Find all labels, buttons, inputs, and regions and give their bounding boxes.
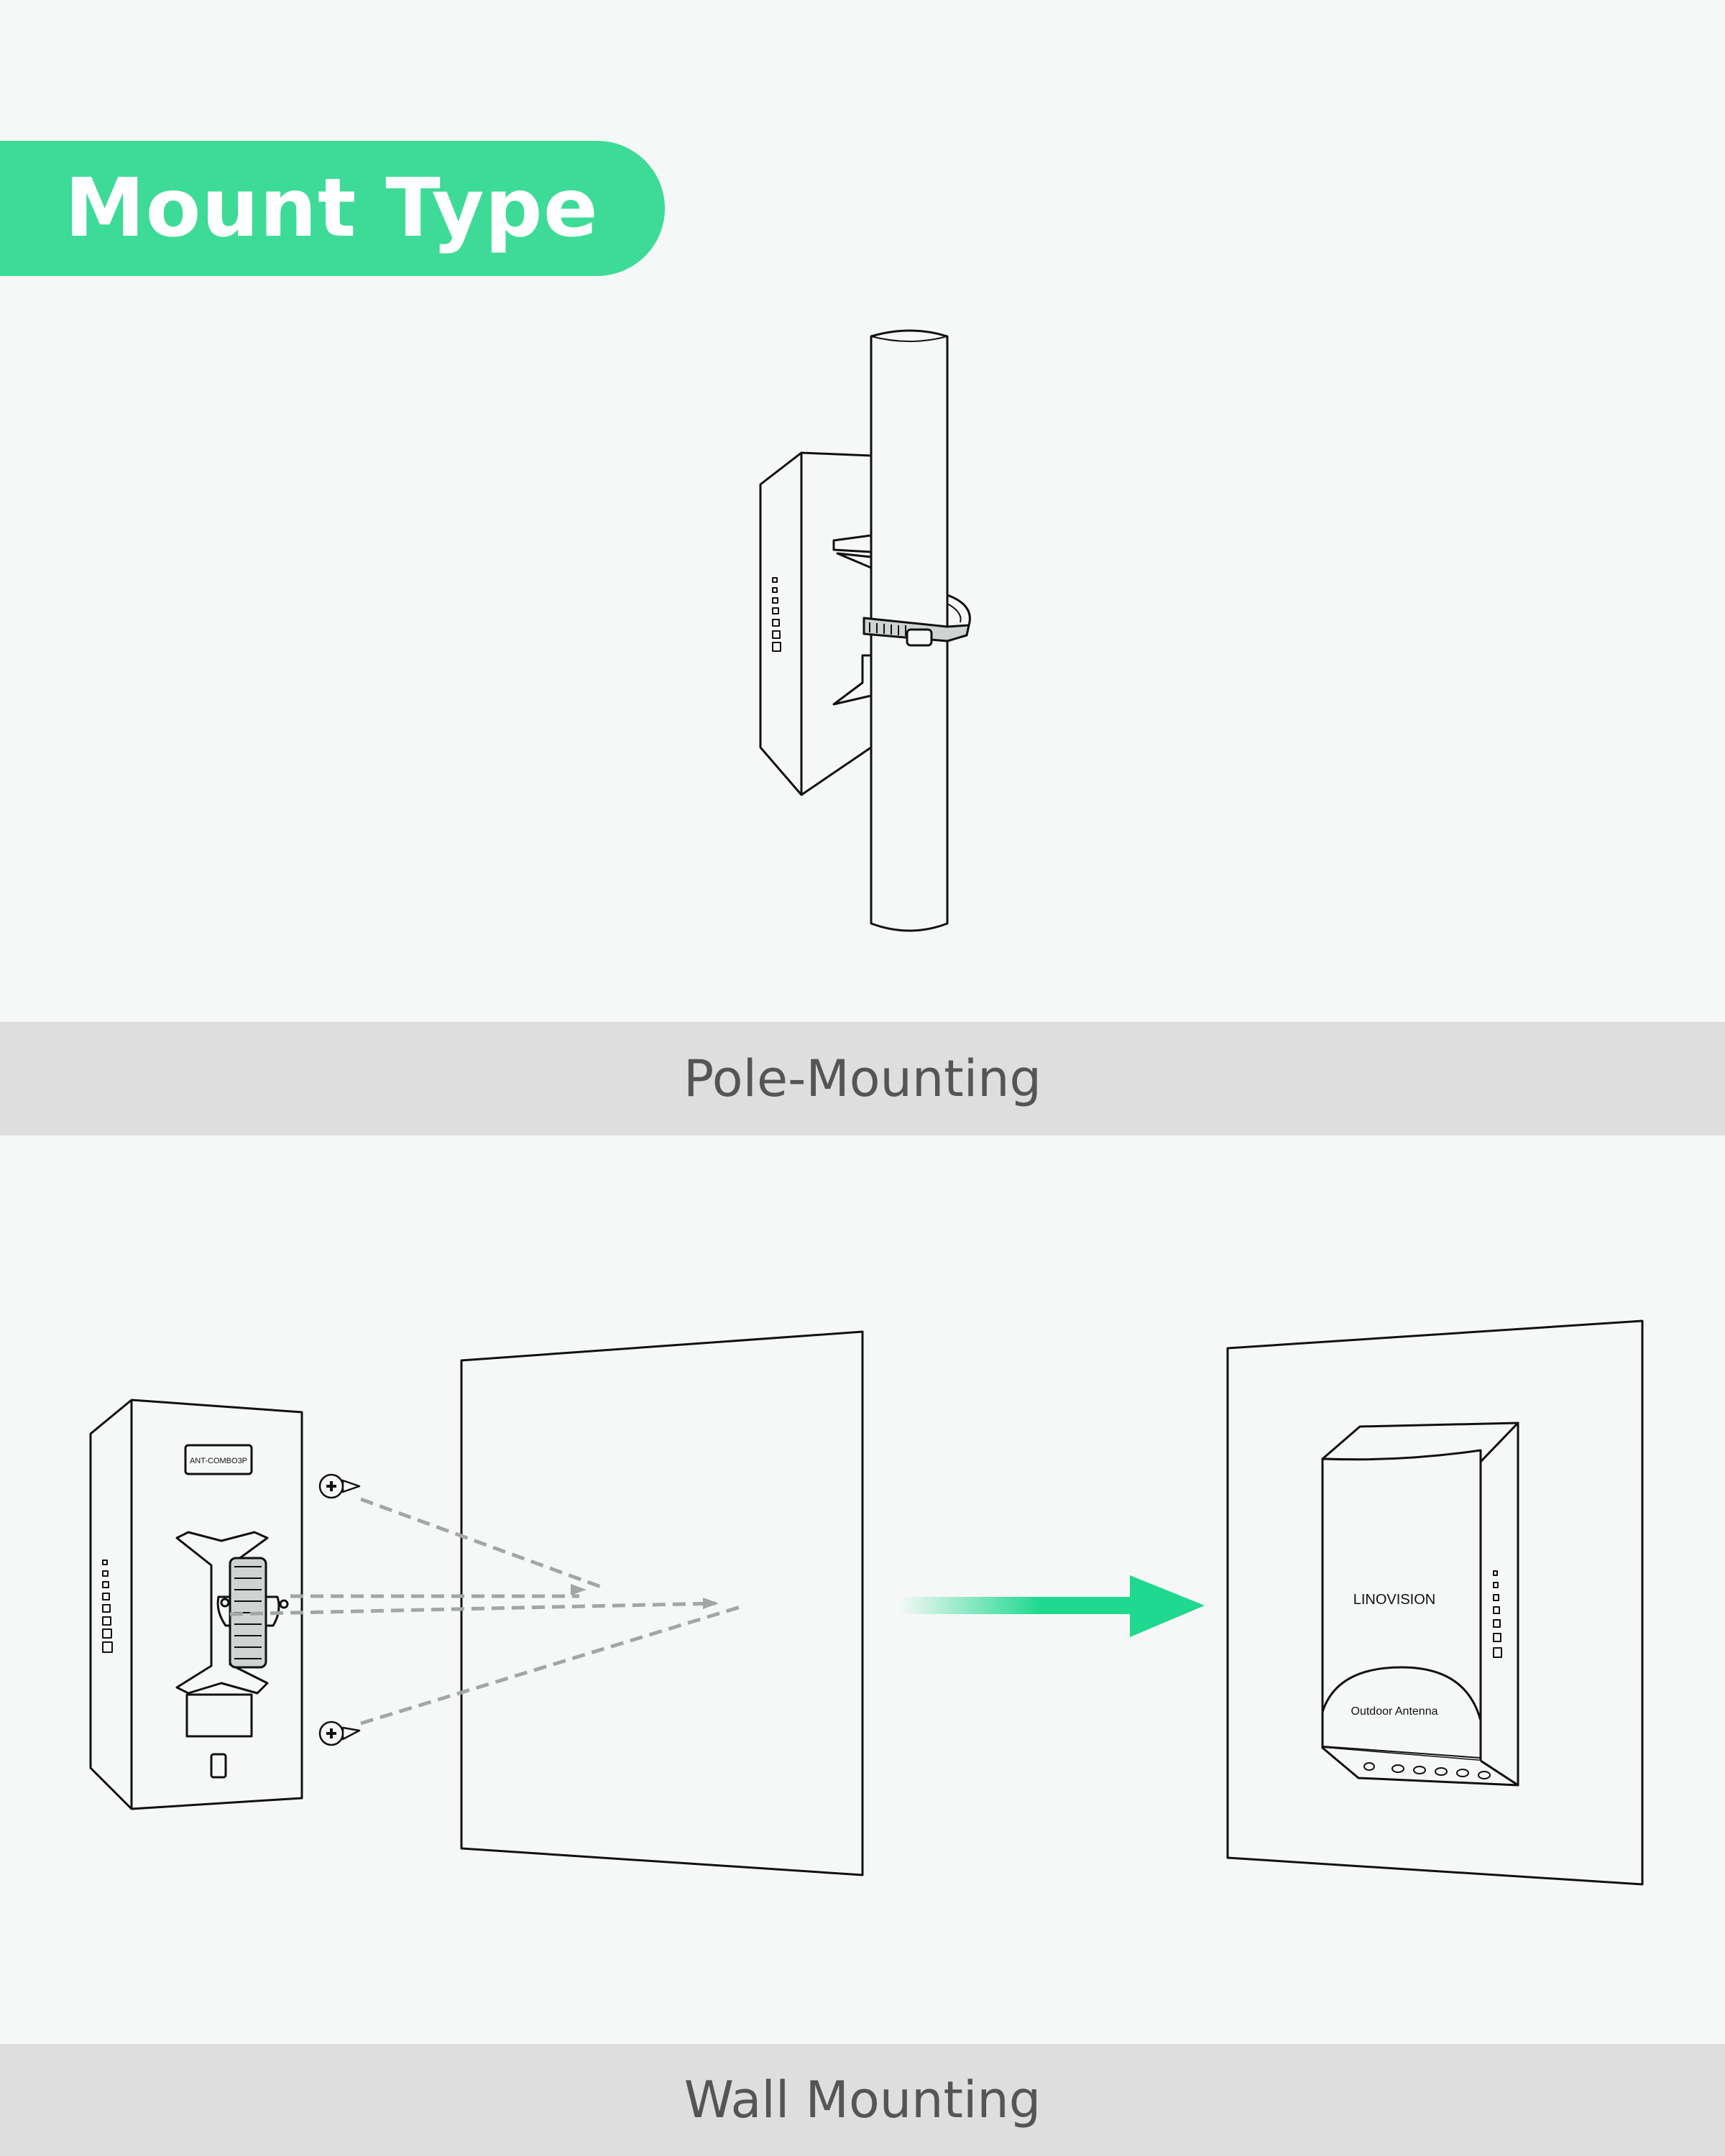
screw-icon — [318, 1473, 361, 1499]
arrow-right-icon — [898, 1575, 1205, 1637]
model-label: ANT-COMBO3P — [190, 1457, 247, 1465]
brand-label: LINOVISION — [1353, 1592, 1435, 1608]
model-label-plate — [184, 1444, 253, 1475]
guide-lines — [229, 1497, 741, 1726]
caption-bar-wall: Wall Mounting — [0, 2044, 1725, 2156]
antenna-back-view: ANT-COMBO3P — [89, 1399, 303, 1810]
page-title: Mount Type — [65, 162, 599, 255]
title-banner: Mount Type — [0, 141, 665, 276]
product-label: Outdoor Antenna — [1351, 1705, 1438, 1718]
caption-bar-pole: Pole-Mounting — [0, 1022, 1725, 1135]
antenna-side-view — [759, 451, 873, 796]
wall-mount-illustration: ANT-COMBO3P — [89, 1319, 1644, 1886]
wall-mounting-caption: Wall Mounting — [684, 2070, 1041, 2129]
pole-mounting-caption: Pole-Mounting — [684, 1049, 1041, 1108]
screw-icon — [318, 1720, 361, 1746]
hose-clamp — [862, 594, 971, 647]
antenna-mounted: LINOVISION Outdoor Antenna — [1321, 1422, 1519, 1787]
pole-mount-illustration — [759, 329, 971, 932]
